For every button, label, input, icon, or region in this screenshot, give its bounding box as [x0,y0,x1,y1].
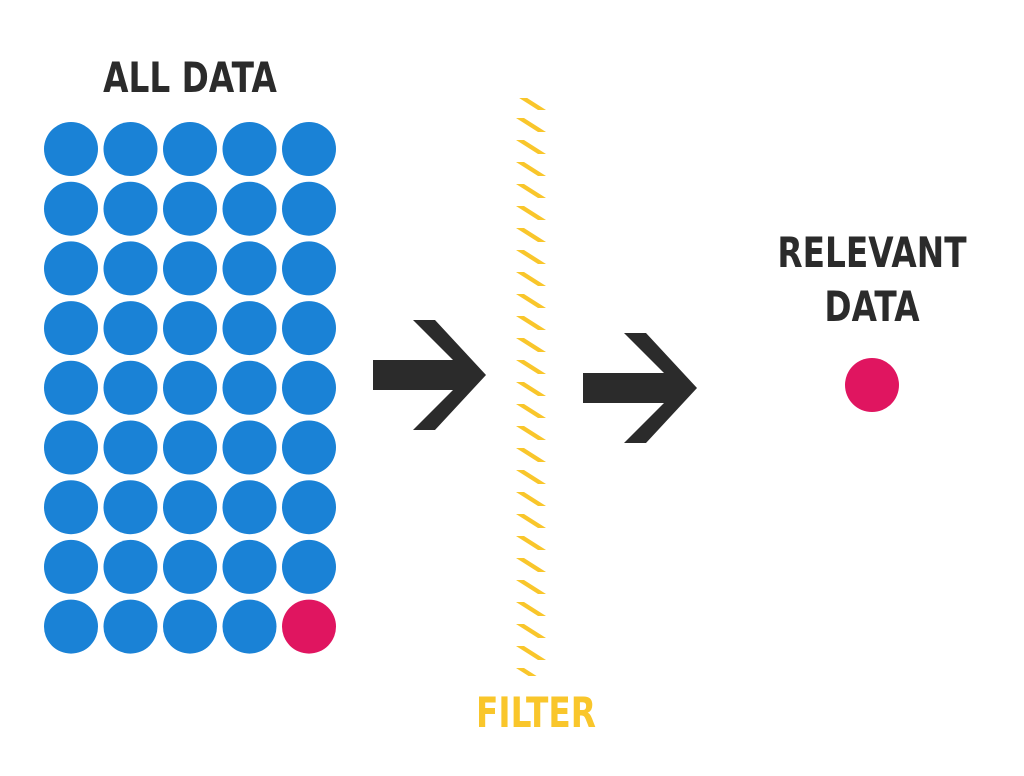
filter-stripe [516,580,546,594]
filter-stripe [516,668,537,676]
filter-label: FILTER [476,688,596,737]
data-point [163,360,217,415]
data-point [282,301,336,356]
data-point [282,420,336,475]
arrow-right-icon [583,333,697,443]
data-point [222,241,277,296]
data-point [103,301,158,356]
data-point [44,122,98,176]
data-point [163,122,217,176]
relevant-data-point [282,599,336,654]
data-point [103,241,158,296]
data-point [44,539,98,594]
data-point [103,122,158,176]
filter-stripe [516,140,546,154]
filter-stripe [516,382,546,396]
data-point [163,420,217,475]
data-point [103,360,158,415]
data-point [222,539,277,594]
data-point [282,360,336,415]
data-point [163,181,217,236]
arrow-right-icon [373,320,486,430]
data-point [282,480,336,535]
filter-stripe [516,294,546,308]
relevant-title-line-1: RELEVANT [777,228,967,277]
filter-stripe [516,558,546,572]
filter-stripe [516,448,546,462]
data-point [163,480,217,535]
filter-stripe [516,184,546,198]
data-point [282,241,336,296]
filter-stripe [516,338,546,352]
relevant-data-point [845,358,899,412]
data-point [222,599,277,654]
data-point [222,181,277,236]
data-point [44,301,98,356]
data-point [44,241,98,296]
filter-stripe [516,162,546,176]
data-point [103,480,158,535]
filter-stripe [519,98,546,110]
filter-stripe [516,536,546,550]
data-point [163,539,217,594]
relevant-title-line-2: DATA [824,282,920,331]
data-point [163,301,217,356]
filter-stripe [516,316,546,330]
filter-stripe [516,118,546,132]
filter-stripe [516,624,546,638]
data-point [103,539,158,594]
filter-stripe [516,602,546,616]
filter-stripe [516,470,546,484]
data-point [282,539,336,594]
filter-stripe [516,646,546,660]
filter-stripe [516,228,546,242]
filter-stripe [516,404,546,418]
data-point [282,122,336,176]
data-point [44,420,98,475]
data-point [222,360,277,415]
data-point [44,599,98,654]
relevant-data-title: RELEVANT DATA [755,226,989,334]
data-point [103,599,158,654]
data-point [163,599,217,654]
filter-stripe [516,206,546,220]
data-point [222,301,277,356]
data-point [103,181,158,236]
filter-stripe [516,426,546,440]
filter-stripe [516,272,546,286]
all-data-dot-grid [44,122,336,654]
filter-stripe [516,360,546,374]
all-data-title: ALL DATA [103,53,277,102]
data-point [282,181,336,236]
data-point [44,360,98,415]
data-point [44,181,98,236]
filter-stripe [516,250,546,264]
data-point [222,122,277,176]
filter-stripe [516,514,546,528]
filter-barrier [516,98,546,676]
data-point [222,480,277,535]
data-point [44,480,98,535]
data-point [222,420,277,475]
data-point [103,420,158,475]
filter-stripe [516,492,546,506]
data-point [163,241,217,296]
